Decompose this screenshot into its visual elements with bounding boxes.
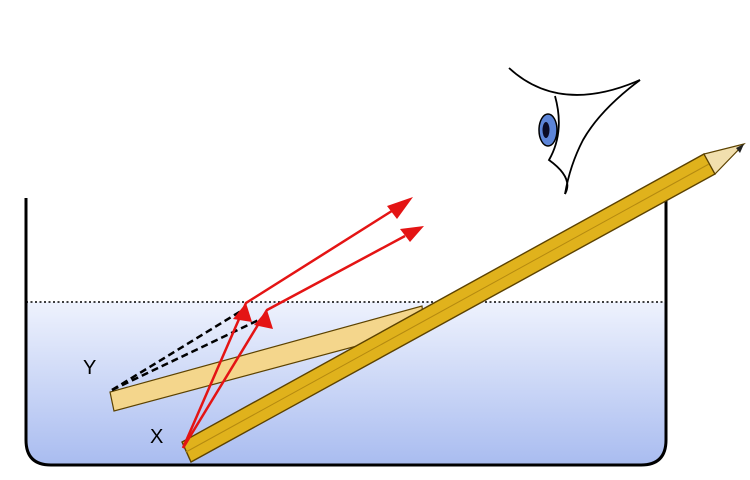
arrowhead-1 [233,303,252,322]
pencil-ridge [185,163,710,453]
label-y: Y [83,357,96,379]
eye-icon [508,67,641,195]
virtual-ray-2 [111,314,268,392]
pencil-lead [736,144,744,153]
beaker [24,198,668,467]
eye-upper-lid [508,67,641,96]
eye-socket [564,79,641,195]
arrowhead-3 [387,197,413,219]
arrowhead-4 [400,226,424,242]
label-x: X [150,426,163,448]
arrowhead-2 [254,310,273,329]
eye-pupil [542,122,550,138]
pencil-tip [703,142,746,176]
virtual-rays [111,306,268,392]
pencil [181,142,746,463]
light-rays [181,197,424,449]
virtual-ray-1 [111,306,247,392]
water [26,302,666,465]
